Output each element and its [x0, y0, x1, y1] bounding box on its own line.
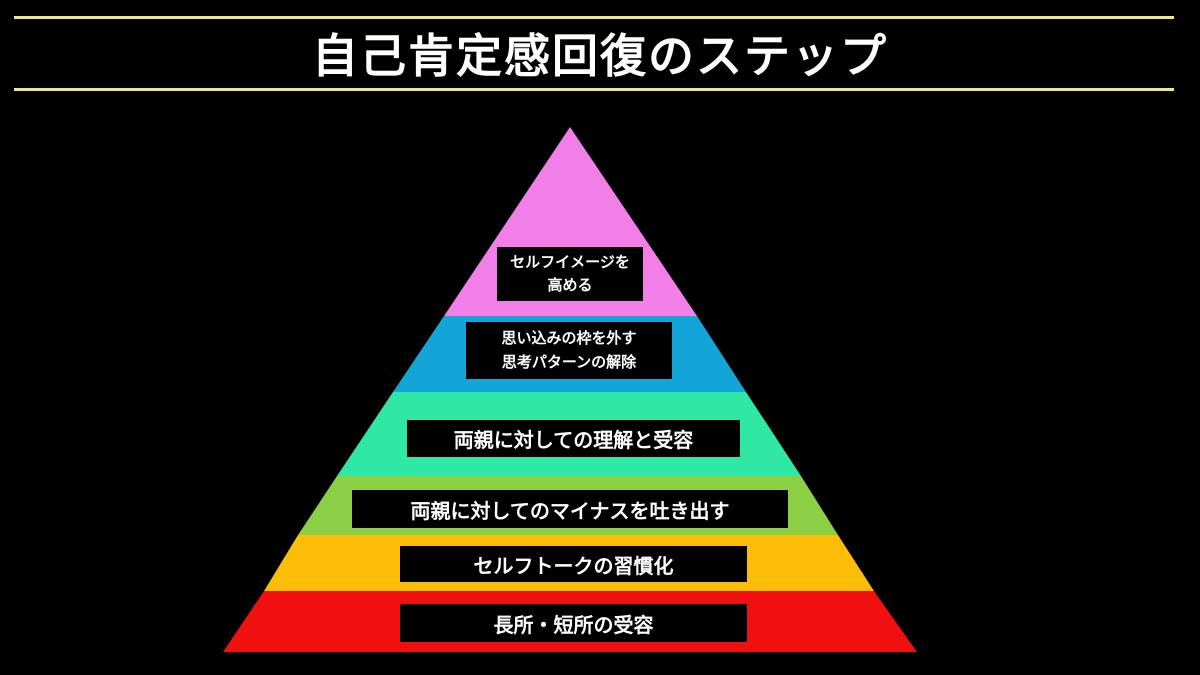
title-top-rule	[14, 16, 1174, 19]
tier-2-label: 思い込みの枠を外す 思考パターンの解除	[466, 322, 672, 379]
tier-2-line-2: 思考パターンの解除	[501, 352, 637, 371]
tier-2-line-1: 思い込みの枠を外す	[501, 329, 637, 348]
tier-6-label: 長所・短所の受容	[400, 604, 747, 642]
page-title: 自己肯定感回復のステップ	[312, 29, 888, 83]
tier-3-label: 両親に対しての理解と受容	[407, 420, 740, 457]
tier-5-label: セルフトークの習慣化	[400, 546, 747, 582]
tier-1-line-1: セルフイメージを	[510, 252, 630, 271]
tier-4-label: 両親に対してのマイナスを吐き出す	[352, 490, 788, 528]
tier-1-line-2: 高める	[547, 276, 593, 294]
tier-1-label: セルフイメージを 高める	[497, 247, 643, 301]
title-bottom-rule	[14, 88, 1174, 91]
